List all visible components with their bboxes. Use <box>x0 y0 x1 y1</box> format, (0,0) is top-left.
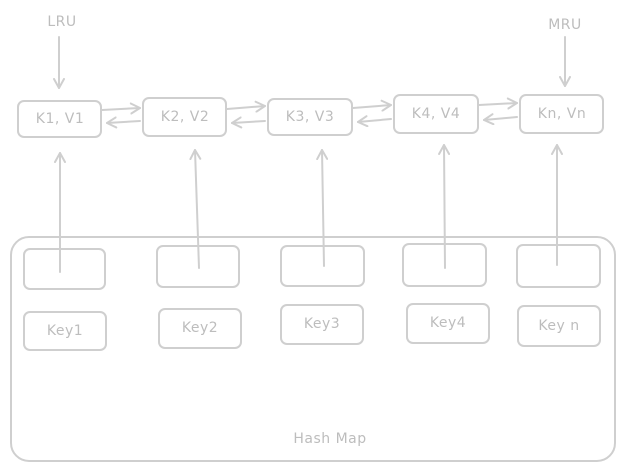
key-cell-3-box <box>280 304 364 345</box>
key-cell-1-box <box>23 311 107 351</box>
hash-map-label: Hash Map <box>293 431 367 447</box>
list-node-4-box <box>393 94 479 134</box>
list-node-3-label: K3, V3 <box>285 109 335 125</box>
list-node-1-label: K1, V1 <box>35 111 85 127</box>
next-arrow-1-2 <box>101 102 141 115</box>
key-1-label: Key1 <box>46 323 84 339</box>
list-node-1-box <box>17 100 102 138</box>
prev-arrow-4-3 <box>357 115 392 128</box>
prev-arrow-3-2 <box>231 116 266 129</box>
hash-slot-3 <box>280 245 365 287</box>
hash-map-container <box>10 236 616 462</box>
list-node-4-label: K4, V4 <box>411 106 461 122</box>
key-2-label: Key2 <box>181 320 219 336</box>
list-node-n-box <box>519 94 604 134</box>
next-arrow-2-3 <box>226 100 266 113</box>
list-node-2-box <box>142 97 227 137</box>
key-cell-n-box <box>517 305 601 347</box>
list-node-3-box <box>267 98 353 136</box>
key-4-label: Key4 <box>429 315 467 331</box>
list-node-2-label: K2, V2 <box>160 109 210 125</box>
slot-to-node-arrow-2 <box>189 149 202 269</box>
next-arrow-3-4 <box>352 99 392 112</box>
key-3-label: Key3 <box>303 316 341 332</box>
key-cell-2-box <box>158 308 242 349</box>
slot-to-node-arrow-3 <box>316 149 329 267</box>
lru-label: LRU <box>47 14 77 30</box>
hash-slot-1 <box>23 248 106 290</box>
next-arrow-4-n <box>478 97 518 110</box>
prev-arrow-n-4 <box>483 113 518 126</box>
key-cell-4-box <box>406 303 490 344</box>
key-n-label: Key n <box>538 318 580 334</box>
hash-slot-n <box>516 244 601 288</box>
mru-label: MRU <box>548 17 582 33</box>
prev-arrow-2-1 <box>106 116 141 129</box>
list-node-n-label: Kn, Vn <box>537 106 587 122</box>
slot-to-node-arrow-4 <box>438 144 451 269</box>
